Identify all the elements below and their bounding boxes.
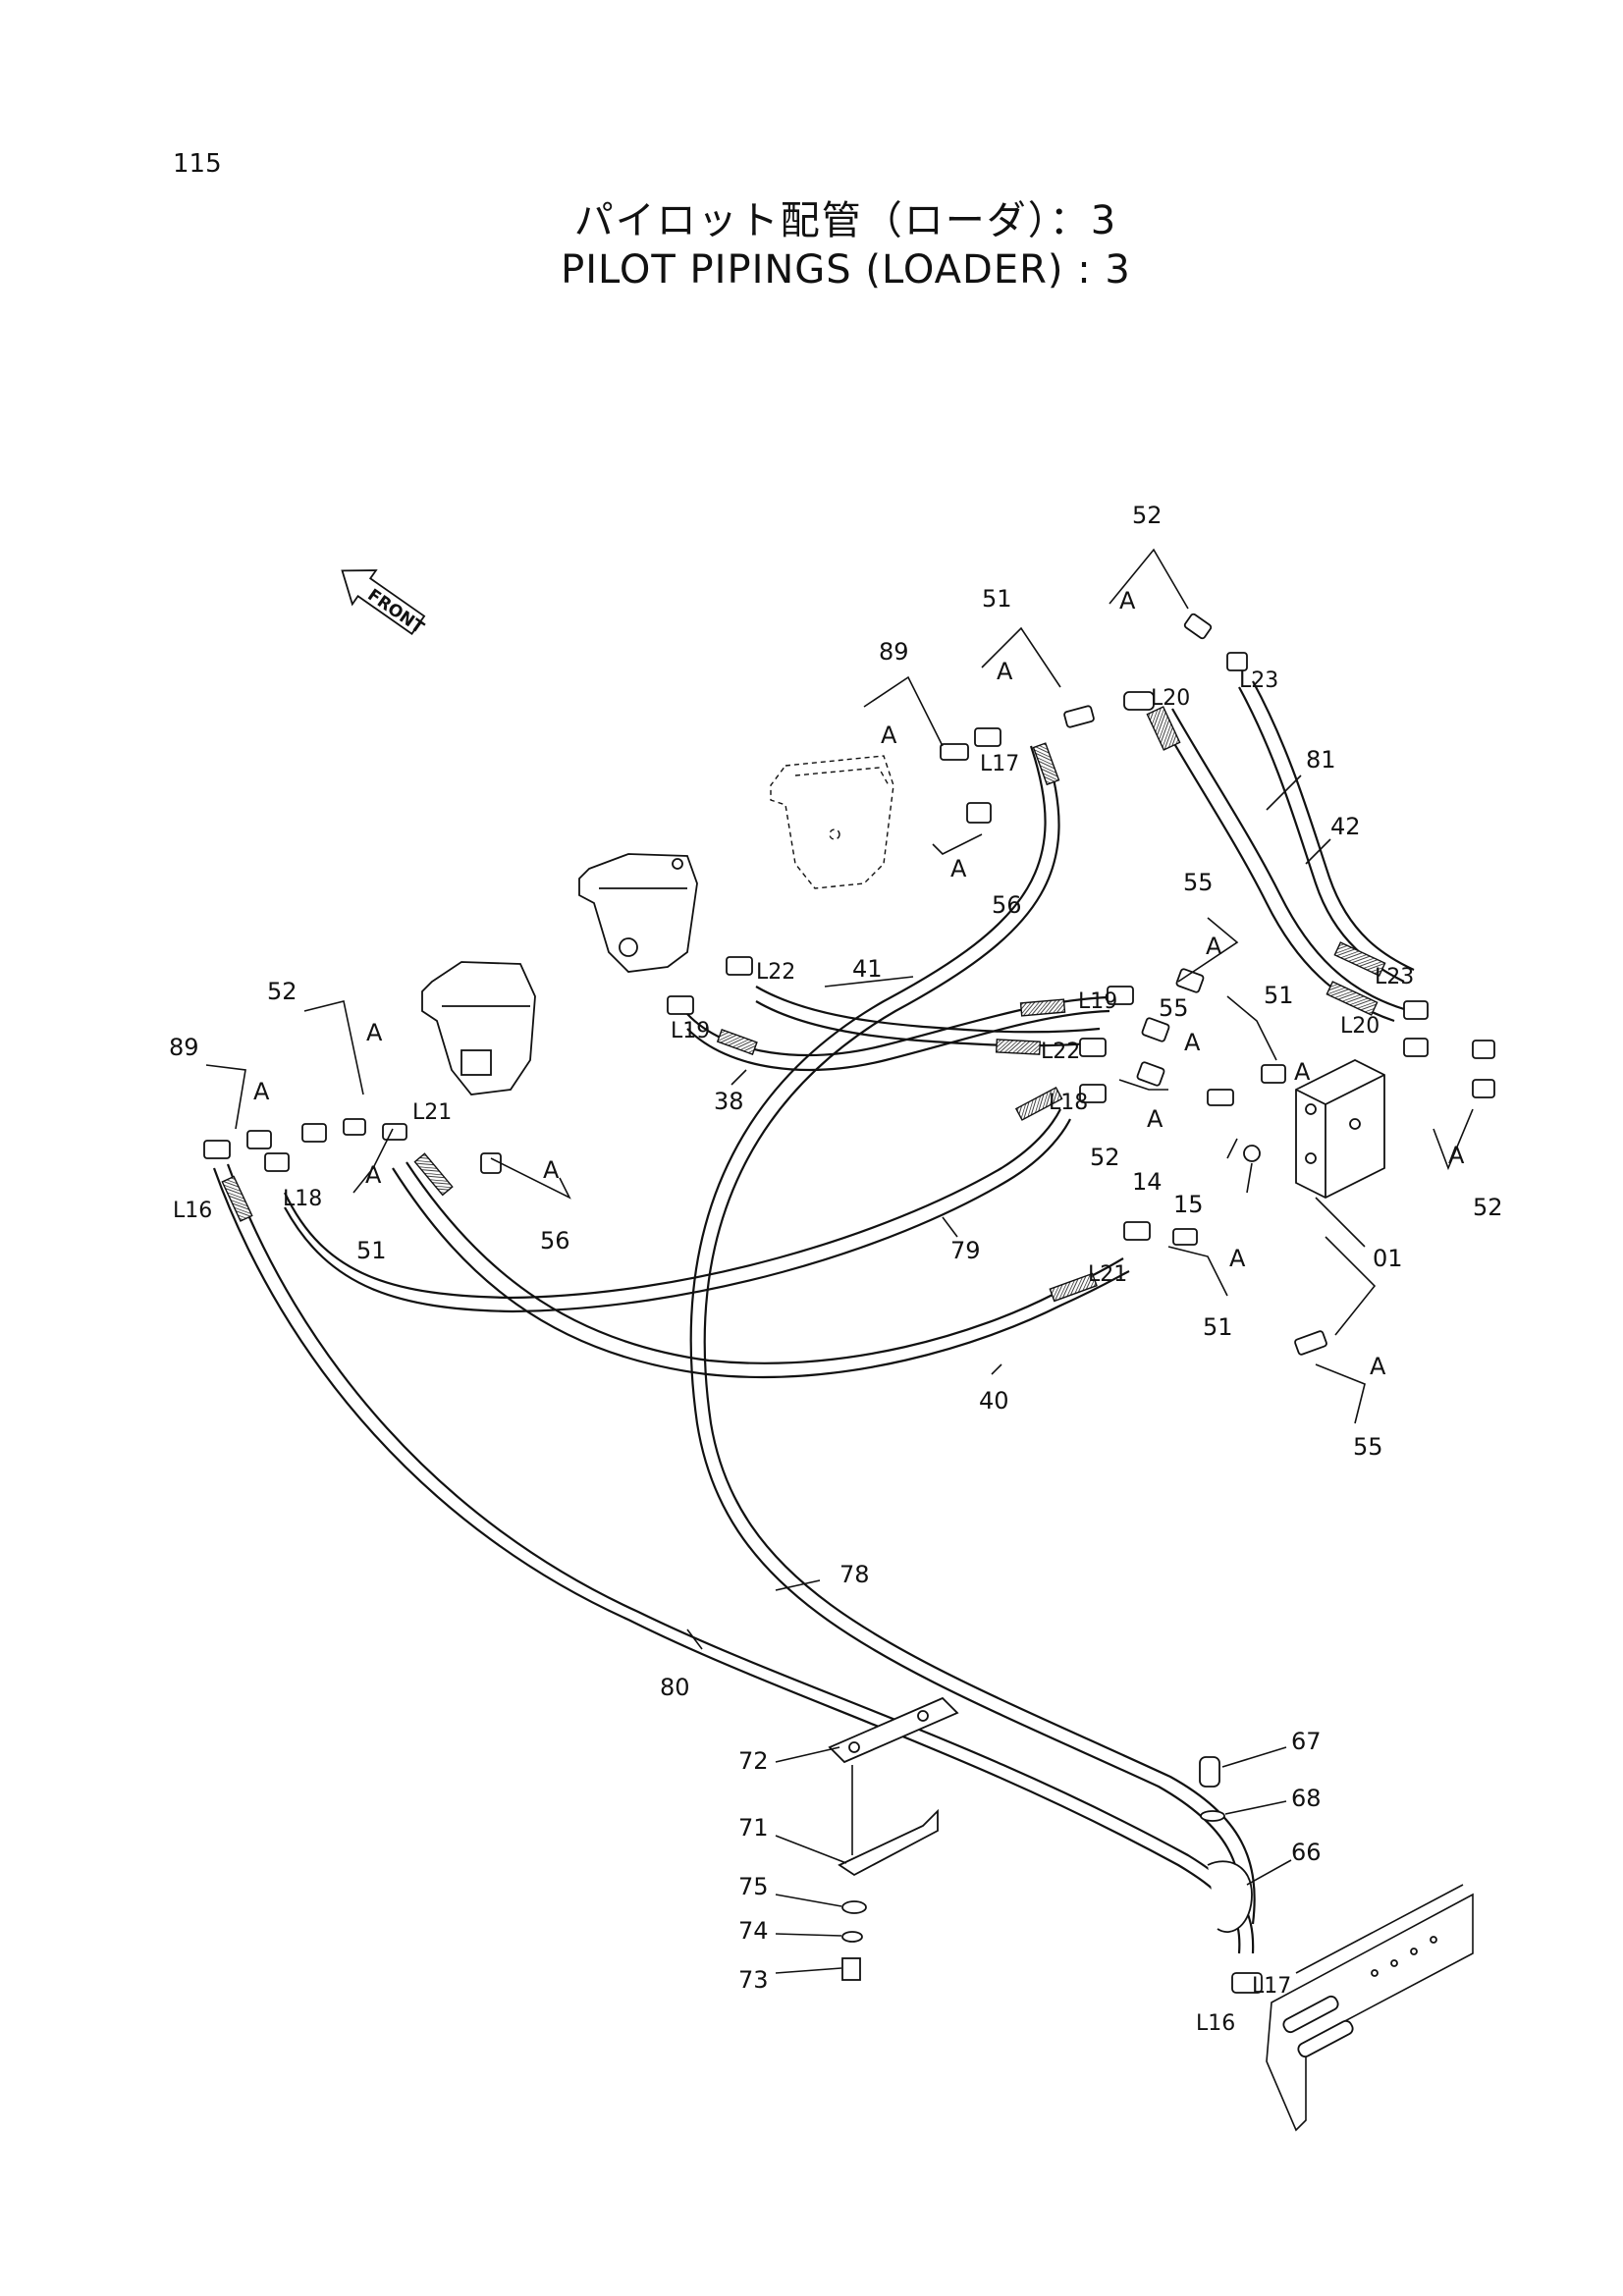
label-41: 41 bbox=[852, 955, 883, 983]
label-15: 15 bbox=[1173, 1191, 1204, 1218]
label-66: 66 bbox=[1291, 1839, 1322, 1866]
label-A-14: A bbox=[365, 1161, 382, 1189]
hose-40 bbox=[392, 1161, 1130, 1379]
label-L20-right: L20 bbox=[1340, 1014, 1380, 1039]
pilot-valve-top bbox=[770, 755, 894, 889]
label-52-mid: 52 bbox=[1090, 1144, 1120, 1171]
pilot-valve-left bbox=[421, 961, 536, 1095]
label-L21-left: L21 bbox=[412, 1100, 452, 1125]
label-A-2: A bbox=[997, 658, 1013, 685]
hose-42 bbox=[1238, 680, 1415, 983]
leader-lines bbox=[205, 548, 1474, 1974]
label-78: 78 bbox=[839, 1561, 870, 1588]
label-51-left: 51 bbox=[356, 1237, 387, 1264]
label-L23-right: L23 bbox=[1375, 965, 1414, 989]
label-55-a: 55 bbox=[1183, 869, 1214, 896]
pilot-valve-middle bbox=[578, 853, 698, 973]
label-40: 40 bbox=[979, 1387, 1009, 1415]
label-L20-top: L20 bbox=[1151, 686, 1190, 711]
label-52-top: 52 bbox=[1132, 502, 1163, 529]
label-51-low: 51 bbox=[1203, 1313, 1233, 1341]
label-L16-left: L16 bbox=[173, 1199, 212, 1223]
hose-78 bbox=[689, 745, 1256, 1925]
label-14: 14 bbox=[1132, 1168, 1163, 1196]
front-arrow-icon: FRONT bbox=[341, 569, 428, 638]
label-A-4: A bbox=[950, 855, 967, 882]
label-42: 42 bbox=[1330, 813, 1361, 840]
label-56-top: 56 bbox=[992, 891, 1022, 919]
label-74: 74 bbox=[738, 1917, 769, 1945]
label-L16-bottom: L16 bbox=[1196, 2011, 1235, 2036]
label-L19-right: L19 bbox=[1078, 989, 1117, 1014]
label-A-10: A bbox=[1229, 1245, 1246, 1272]
label-51-top: 51 bbox=[982, 585, 1012, 613]
label-A-9: A bbox=[1448, 1142, 1465, 1169]
fittings bbox=[203, 613, 1495, 1356]
hose-41 bbox=[755, 986, 1101, 1047]
label-80: 80 bbox=[660, 1674, 690, 1701]
label-L17-top: L17 bbox=[980, 752, 1019, 776]
title-english: PILOT PIPINGS (LOADER) : 3 bbox=[561, 247, 1131, 293]
page-number: 115 bbox=[173, 149, 222, 179]
label-A-11: A bbox=[1370, 1353, 1386, 1380]
valve-block-01 bbox=[1295, 1058, 1385, 1200]
label-71: 71 bbox=[738, 1814, 769, 1842]
label-67: 67 bbox=[1291, 1728, 1322, 1755]
label-A-6: A bbox=[1294, 1058, 1311, 1086]
label-01: 01 bbox=[1373, 1245, 1403, 1272]
label-55-low: 55 bbox=[1353, 1433, 1383, 1461]
label-L21-right: L21 bbox=[1088, 1262, 1127, 1287]
hose-79 bbox=[284, 1108, 1071, 1313]
label-72: 72 bbox=[738, 1747, 769, 1775]
label-L22-left: L22 bbox=[756, 960, 795, 985]
label-L19-left: L19 bbox=[671, 1019, 710, 1043]
label-55-b: 55 bbox=[1159, 994, 1189, 1022]
label-A-13: A bbox=[253, 1078, 270, 1105]
label-56-left: 56 bbox=[540, 1227, 570, 1255]
label-L23-top: L23 bbox=[1239, 668, 1278, 693]
label-81: 81 bbox=[1306, 746, 1336, 774]
title-japanese: パイロット配管（ローダ）：3 bbox=[573, 198, 1118, 243]
clamp-assembly bbox=[828, 1696, 1253, 1981]
hose-80 bbox=[212, 1163, 1255, 1954]
label-A-12: A bbox=[366, 1019, 383, 1046]
frame-bottom-right bbox=[1231, 1884, 1474, 2132]
label-51-b: 51 bbox=[1264, 982, 1294, 1009]
label-89-top: 89 bbox=[879, 638, 909, 666]
label-79: 79 bbox=[950, 1237, 981, 1264]
label-73: 73 bbox=[738, 1966, 769, 1994]
label-L17-bottom: L17 bbox=[1252, 1974, 1291, 1999]
label-52-left: 52 bbox=[267, 978, 298, 1005]
label-A-15: A bbox=[543, 1156, 560, 1184]
label-68: 68 bbox=[1291, 1785, 1322, 1812]
label-75: 75 bbox=[738, 1873, 769, 1900]
label-A-1: A bbox=[1119, 587, 1136, 614]
label-A-3: A bbox=[881, 721, 897, 749]
label-L18-right: L18 bbox=[1049, 1091, 1088, 1115]
label-L18-left: L18 bbox=[283, 1187, 322, 1211]
label-38: 38 bbox=[714, 1088, 744, 1115]
label-L22-right: L22 bbox=[1041, 1040, 1080, 1064]
label-A-7: A bbox=[1184, 1029, 1201, 1056]
label-52-right: 52 bbox=[1473, 1194, 1503, 1221]
label-A-8: A bbox=[1147, 1105, 1163, 1133]
label-89-left: 89 bbox=[169, 1034, 199, 1061]
label-A-5: A bbox=[1206, 933, 1222, 960]
